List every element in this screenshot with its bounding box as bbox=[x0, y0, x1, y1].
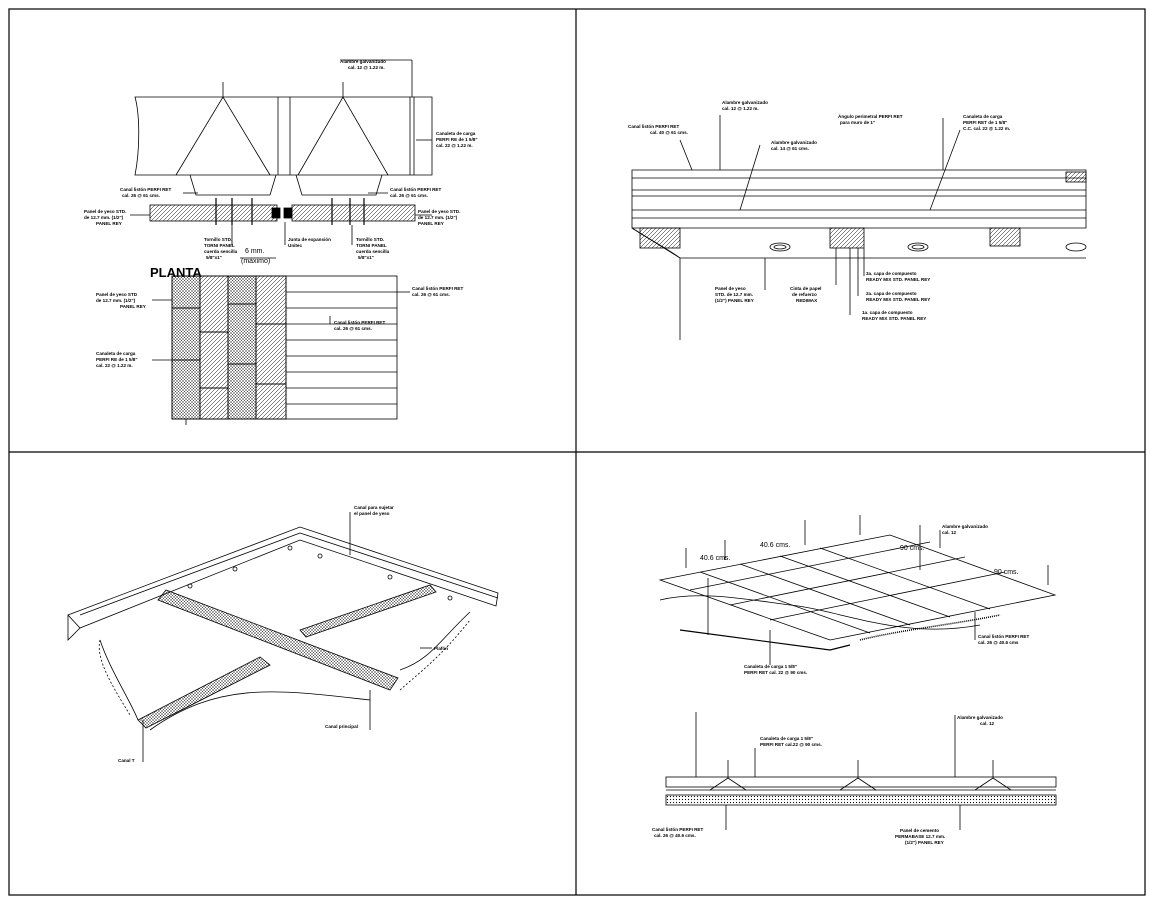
q4-isometric-grid bbox=[658, 515, 1057, 665]
q1-section-detail bbox=[130, 59, 433, 259]
q4-sec-canaleta-l1: Canaleta de carga 1 5/8" bbox=[760, 736, 813, 741]
q1-canal-left-l1: Canal listón PERFI RET bbox=[120, 187, 171, 192]
q4-sec-canaleta-l2: PERFI RET cal.22 @ 90 cms. bbox=[760, 742, 822, 747]
q1-junta-l2: Unitec bbox=[288, 243, 302, 248]
q3-canal-ajustar-l2: el panel de yeso bbox=[354, 511, 390, 516]
q1-plan-canal-r2-l1: Canal listón PERFI RET bbox=[334, 320, 385, 325]
q4-dim-4: 90 cms. bbox=[994, 569, 1019, 576]
q1-6mm: 6 mm. bbox=[245, 248, 265, 255]
q1-tornillo-right-l1: Tornillo STD. bbox=[356, 237, 384, 242]
q2-panel-l2: STD. de 12.7 mm. bbox=[715, 292, 753, 297]
q1-canaleta-l1: Canaleta de carga bbox=[436, 131, 476, 136]
q4-sec-panel-l3: (1/2") PANEL REY bbox=[905, 840, 944, 845]
q2-angulo-l1: Ángulo perimetral PERFI RET bbox=[838, 113, 903, 119]
q3-plafon: Plafón bbox=[434, 646, 448, 651]
q1-plan-canaleta-l1: Canaleta de carga bbox=[96, 351, 136, 356]
q4-sec-panel-l1: Panel de cemento bbox=[900, 828, 939, 833]
q1-panel-left-l2: de 12.7 mm. (1/2") bbox=[84, 215, 124, 220]
q2-canaleta-l2: PERFI RET de 1 5/8" bbox=[963, 120, 1007, 125]
q1-plan-panel-l2: de 12.7 mm. (1/2") bbox=[96, 298, 136, 303]
q2-canal-l2: cal. 40 @ 61 cms. bbox=[650, 130, 688, 135]
q1-tornillo-left-l2: TORNI PANEL bbox=[204, 243, 235, 248]
q1-plan-title: PLANTA bbox=[150, 265, 202, 280]
q1-plan-canal-r1-l1: Canal listón PERFI RET bbox=[412, 286, 463, 291]
q1-tornillo-left-l3: cuerda sencilla bbox=[204, 249, 238, 254]
q4-dim-2: 40.6 cms. bbox=[760, 542, 790, 549]
q2-capa2-l2: READY MIX STD. PANEL REY bbox=[866, 297, 930, 302]
q4-sec-panel-l2: PERMABASE 12.7 mm. bbox=[895, 834, 945, 839]
q4-alambre-l1: Alambre galvanizado bbox=[942, 524, 988, 529]
q4-canaleta-l1: Canaleta de carga 1 5/8" bbox=[744, 664, 797, 669]
q2-capa3-l2: READY MIX STD. PANEL REY bbox=[866, 277, 930, 282]
q1-canaleta-l3: cal. 22 @ 1.22 m. bbox=[436, 143, 473, 148]
q2-capa2-l1: 2a. capa de compuesto bbox=[866, 291, 917, 296]
q2-alambre-l2: cal. 12 @ 1.22 m. bbox=[722, 106, 759, 111]
q1-plan-grid bbox=[152, 275, 410, 425]
q2-canal-l1: Canal listón PERFI RET bbox=[628, 124, 679, 129]
q3-canal-ajustar-l1: Canal para sujetar bbox=[354, 505, 394, 510]
q4-dim-3: 90 cms. bbox=[900, 545, 925, 552]
q1-plan-canal-r2-l2: cal. 26 @ 61 cms. bbox=[334, 326, 372, 331]
q1-panel-right-l2: de 12.7 mm. (1/2") bbox=[418, 215, 458, 220]
q4-sec-canal-l2: cal. 26 @ 40.6 cms. bbox=[654, 833, 696, 838]
q1-plan-canaleta-l2: PERFI RE de 1 5/8" bbox=[96, 357, 138, 362]
q2-alambre2-l1: Alambre galvanizado bbox=[771, 140, 817, 145]
q1-panel-right-l1: Panel de yeso STD. bbox=[418, 209, 460, 214]
q2-angulo-l2: para muro de 1" bbox=[840, 120, 875, 125]
q1-canal-left-l2: cal. 26 @ 61 cms. bbox=[122, 193, 160, 198]
q2-cinta-l1: Cinta de papel bbox=[790, 286, 821, 291]
q2-labels: Canal listón PERFI RET cal. 40 @ 61 cms.… bbox=[628, 100, 1010, 321]
q2-capa3-l1: 3a. capa de compuesto bbox=[866, 271, 917, 276]
q1-tornillo-right-l2: TORNI PANEL bbox=[356, 243, 387, 248]
q3-canal-t: Canal T bbox=[118, 758, 135, 763]
q4-section bbox=[665, 712, 1057, 830]
q4-sec-canal-l1: Canal listón PERFI RET bbox=[652, 827, 703, 832]
q1-panel-right-l3: PANEL REY bbox=[418, 221, 444, 226]
q2-panel-l3: (1/2") PANEL REY bbox=[715, 298, 754, 303]
q4-sec-alambre-l2: cal. 12 bbox=[980, 721, 994, 726]
q2-cinta-l3: REDIMAX bbox=[796, 298, 818, 303]
q2-capa1-l1: 1a. capa de compuesto bbox=[862, 310, 913, 315]
q1-alambre-l2: cal. 12 @ 1.22 m. bbox=[348, 65, 385, 70]
q2-canaleta-l3: C.C. cal. 22 @ 1.22 m. bbox=[963, 126, 1010, 131]
q1-panel-left-l3: PANEL REY bbox=[96, 221, 122, 226]
q3-canal-principal: Canal principal bbox=[325, 724, 358, 729]
q2-panel-l1: Panel de yeso bbox=[715, 286, 746, 291]
q4-canaleta-l2: PERFI RET cal. 22 @ 90 cms. bbox=[744, 670, 807, 675]
q1-canal-right-l1: Canal listón PERFI RET bbox=[390, 187, 441, 192]
q1-plan-panel-l1: Panel de yeso STD bbox=[96, 292, 138, 297]
q4-canal-l2: cal. 26 @ 40.6 cms bbox=[978, 640, 1019, 645]
q4-alambre-l2: cal. 12 bbox=[942, 530, 956, 535]
q4-labels: 40.6 cms. 40.6 cms. 90 cms. 90 cms. Alam… bbox=[652, 524, 1029, 845]
q1-canaleta-l2: PERFI RE de 1 5/8" bbox=[436, 137, 478, 142]
q1-plan-canaleta-l3: cal. 22 @ 1.22 m. bbox=[96, 363, 133, 368]
q2-alambre2-l2: cal. 14 @ 61 cms. bbox=[771, 146, 809, 151]
q1-tornillo-right-l4: 5/8"x1" bbox=[358, 255, 374, 260]
q1-labels: Alambre galvanizado cal. 12 @ 1.22 m. Ca… bbox=[84, 59, 478, 368]
q1-alambre-l1: Alambre galvanizado bbox=[340, 59, 386, 64]
q3-isometric bbox=[67, 512, 499, 762]
q1-panel-left-l1: Panel de yeso STD. bbox=[84, 209, 126, 214]
q1-tornillo-left-l1: Tornillo STD. bbox=[204, 237, 232, 242]
q3-labels: Canal para sujetar el panel de yeso Plaf… bbox=[118, 505, 448, 763]
q1-maximo: (máximo) bbox=[241, 258, 270, 265]
q4-canal-l1: Canal listón PERFI RET bbox=[978, 634, 1029, 639]
q1-plan-canal-r1-l2: cal. 26 @ 61 cms. bbox=[412, 292, 450, 297]
q1-tornillo-right-l3: cuerda sencilla bbox=[356, 249, 390, 254]
q4-sec-alambre-l1: Alambre galvanizado bbox=[957, 715, 1003, 720]
q1-tornillo-left-l4: 5/8"x1" bbox=[206, 255, 222, 260]
q2-canaleta-l1: Canaleta de carga bbox=[963, 114, 1003, 119]
q2-capa1-l2: READY MIX STD. PANEL REY bbox=[862, 316, 926, 321]
q1-plan-panel-l3: PANEL REY bbox=[120, 304, 146, 309]
q2-alambre-l1: Alambre galvanizado bbox=[722, 100, 768, 105]
q4-dim-1: 40.6 cms. bbox=[700, 555, 730, 562]
q1-junta-l1: Junta de expansión bbox=[288, 237, 331, 242]
q1-canal-right-l2: cal. 26 @ 61 cms. bbox=[390, 193, 428, 198]
q2-ceiling-section bbox=[631, 115, 1087, 340]
q2-cinta-l2: de refuerzo bbox=[792, 292, 817, 297]
